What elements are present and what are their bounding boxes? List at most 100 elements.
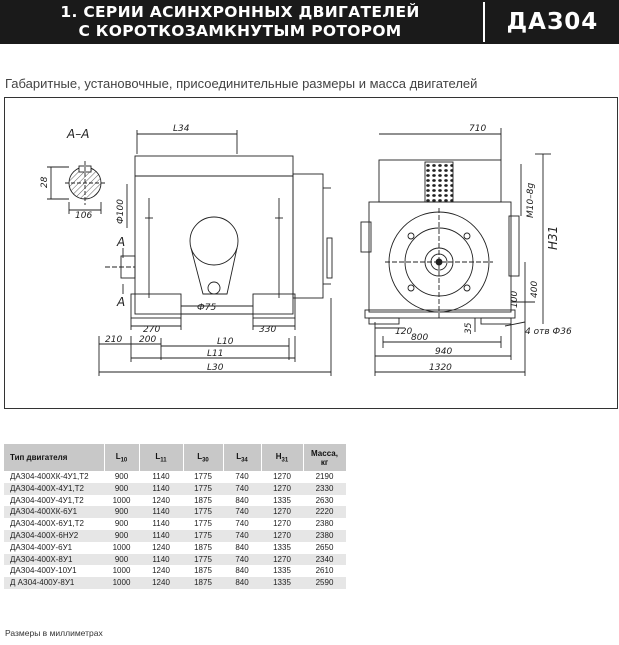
cell-mass: 2610 xyxy=(303,565,346,578)
cell-l10: 900 xyxy=(104,471,139,483)
cell-type: ДАЗ04-400ХК-6У1 xyxy=(4,506,104,519)
dim-l11: L11 xyxy=(207,349,223,359)
cell-l10: 900 xyxy=(104,529,139,542)
cell-l30: 1875 xyxy=(183,541,223,554)
dim-m10: М10–8g xyxy=(526,183,536,218)
header-l11: L11 xyxy=(139,444,184,471)
dim-940: 940 xyxy=(435,347,452,357)
table-row: ДАЗ04-400Х-6НУ2 900 1140 1775 740 1270 2… xyxy=(4,529,346,542)
header-l34: L34 xyxy=(223,444,262,471)
cell-mass: 2650 xyxy=(303,541,346,554)
cell-h31: 1335 xyxy=(261,494,303,507)
table-header-row: Тип двигателя L10 L11 L30 L34 H31 Масса,… xyxy=(4,444,347,471)
cell-l30: 1875 xyxy=(183,577,223,589)
page-header: 1. СЕРИИ АСИНХРОННЫХ ДВИГАТЕЛЕЙ С КОРОТК… xyxy=(0,0,619,44)
cell-type: ДАЗ04-400Х-8У1 xyxy=(4,553,104,566)
dim-800: 800 xyxy=(411,333,428,343)
end-view: 710 М10–8g H31 400 xyxy=(360,124,572,376)
cell-mass: 2340 xyxy=(303,553,346,566)
cell-l34: 740 xyxy=(223,506,261,519)
side-view: L34 А А Ф100 Ф75 xyxy=(98,124,333,376)
cell-h31: 1335 xyxy=(261,577,303,589)
table-row: Д АЗ04-400У-8У1 1000 1240 1875 840 1335 … xyxy=(4,577,346,589)
cell-h31: 1270 xyxy=(261,553,303,566)
cell-type: ДАЗ04-400У-6У1 xyxy=(4,541,104,554)
dim-200: 200 xyxy=(139,335,156,345)
header-mass: Масса, кг xyxy=(303,444,347,471)
dim-phi75: Ф75 xyxy=(197,303,216,313)
dim-270: 270 xyxy=(143,325,160,335)
header-title: 1. СЕРИИ АСИНХРОННЫХ ДВИГАТЕЛЕЙ С КОРОТК… xyxy=(0,0,480,44)
cell-type: ДАЗ04-400У-4У1,Т2 xyxy=(4,494,104,507)
cell-type: ДАЗ04-400Х-4У1,Т2 xyxy=(4,482,104,495)
dimensions-table: Тип двигателя L10 L11 L30 L34 H31 Масса,… xyxy=(4,444,347,589)
cell-l30: 1775 xyxy=(183,471,223,483)
dim-106: 106 xyxy=(75,211,92,221)
header-l10: L10 xyxy=(104,444,140,471)
dim-35: 35 xyxy=(464,322,474,334)
cell-l10: 1000 xyxy=(104,494,139,507)
table-row: ДАЗ04-400У-6У1 1000 1240 1875 840 1335 2… xyxy=(4,541,346,554)
header-l30: L30 xyxy=(183,444,224,471)
cell-l30: 1775 xyxy=(183,506,223,519)
cell-l11: 1140 xyxy=(139,518,183,530)
cell-l34: 740 xyxy=(223,471,261,483)
cell-l11: 1240 xyxy=(139,541,183,554)
dim-1320: 1320 xyxy=(429,363,452,373)
cell-mass: 2630 xyxy=(303,494,346,507)
drawing-svg: А–А 28 106 L34 А xyxy=(40,124,572,376)
cell-h31: 1335 xyxy=(261,541,303,554)
cell-mass: 2380 xyxy=(303,529,346,542)
cell-l10: 900 xyxy=(104,482,139,495)
dim-28: 28 xyxy=(40,176,50,188)
cell-l30: 1775 xyxy=(183,518,223,530)
terminal-box xyxy=(189,216,239,266)
dim-l10: L10 xyxy=(217,337,234,347)
dim-330: 330 xyxy=(259,325,276,335)
cell-h31: 1270 xyxy=(261,471,303,483)
section-a-a: А–А 28 106 xyxy=(40,127,105,221)
cell-l11: 1140 xyxy=(139,553,183,566)
cell-h31: 1270 xyxy=(261,518,303,530)
cell-l34: 740 xyxy=(223,482,261,495)
cell-mass: 2220 xyxy=(303,506,346,519)
dimensions-table-wrap: Тип двигателя L10 L11 L30 L34 H31 Масса,… xyxy=(4,444,347,589)
dim-120: 120 xyxy=(395,327,412,337)
cell-mass: 2190 xyxy=(303,471,346,483)
cell-l11: 1140 xyxy=(139,506,183,519)
table-row: ДАЗ04-400У-10У1 1000 1240 1875 840 1335 … xyxy=(4,565,346,578)
cell-l11: 1240 xyxy=(139,565,183,578)
dim-phi100: Ф100 xyxy=(116,199,126,224)
cell-h31: 1335 xyxy=(261,565,303,578)
table-row: ДАЗ04-400Х-4У1,Т2 900 1140 1775 740 1270… xyxy=(4,482,346,495)
cell-l34: 840 xyxy=(223,565,261,578)
table-row: ДАЗ04-400ХК-4У1,Т2 900 1140 1775 740 127… xyxy=(4,471,346,483)
cell-l30: 1775 xyxy=(183,529,223,542)
cell-h31: 1270 xyxy=(261,506,303,519)
cell-l11: 1140 xyxy=(139,482,183,495)
cell-l10: 1000 xyxy=(104,577,139,589)
section-label: А–А xyxy=(66,127,89,141)
cell-l34: 740 xyxy=(223,529,261,542)
dim-210: 210 xyxy=(105,335,122,345)
dim-710: 710 xyxy=(469,124,486,134)
cell-l11: 1140 xyxy=(139,529,183,542)
cell-mass: 2380 xyxy=(303,518,346,530)
cell-l10: 900 xyxy=(104,553,139,566)
dim-100: 100 xyxy=(510,291,520,308)
header-title-line-2: С КОРОТКОЗАМКНУТЫМ РОТОРОМ xyxy=(78,22,402,40)
cell-type: ДАЗ04-400ХК-4У1,Т2 xyxy=(4,471,104,483)
cell-l34: 840 xyxy=(223,541,261,554)
cell-l10: 900 xyxy=(104,518,139,530)
section-marker-top: А xyxy=(116,235,125,249)
cell-l30: 1775 xyxy=(183,553,223,566)
cell-h31: 1270 xyxy=(261,529,303,542)
cell-mass: 2590 xyxy=(303,577,346,589)
table-row: ДАЗ04-400Х-8У1 900 1140 1775 740 1270 23… xyxy=(4,553,346,566)
dim-l34: L34 xyxy=(173,124,190,134)
cell-l30: 1875 xyxy=(183,494,223,507)
cell-type: ДАЗ04-400Х-6НУ2 xyxy=(4,529,104,542)
dim-400: 400 xyxy=(530,281,540,298)
dimension-drawing: А–А 28 106 L34 А xyxy=(4,97,618,409)
holes-note: 4 отв Ф36 xyxy=(525,327,572,337)
